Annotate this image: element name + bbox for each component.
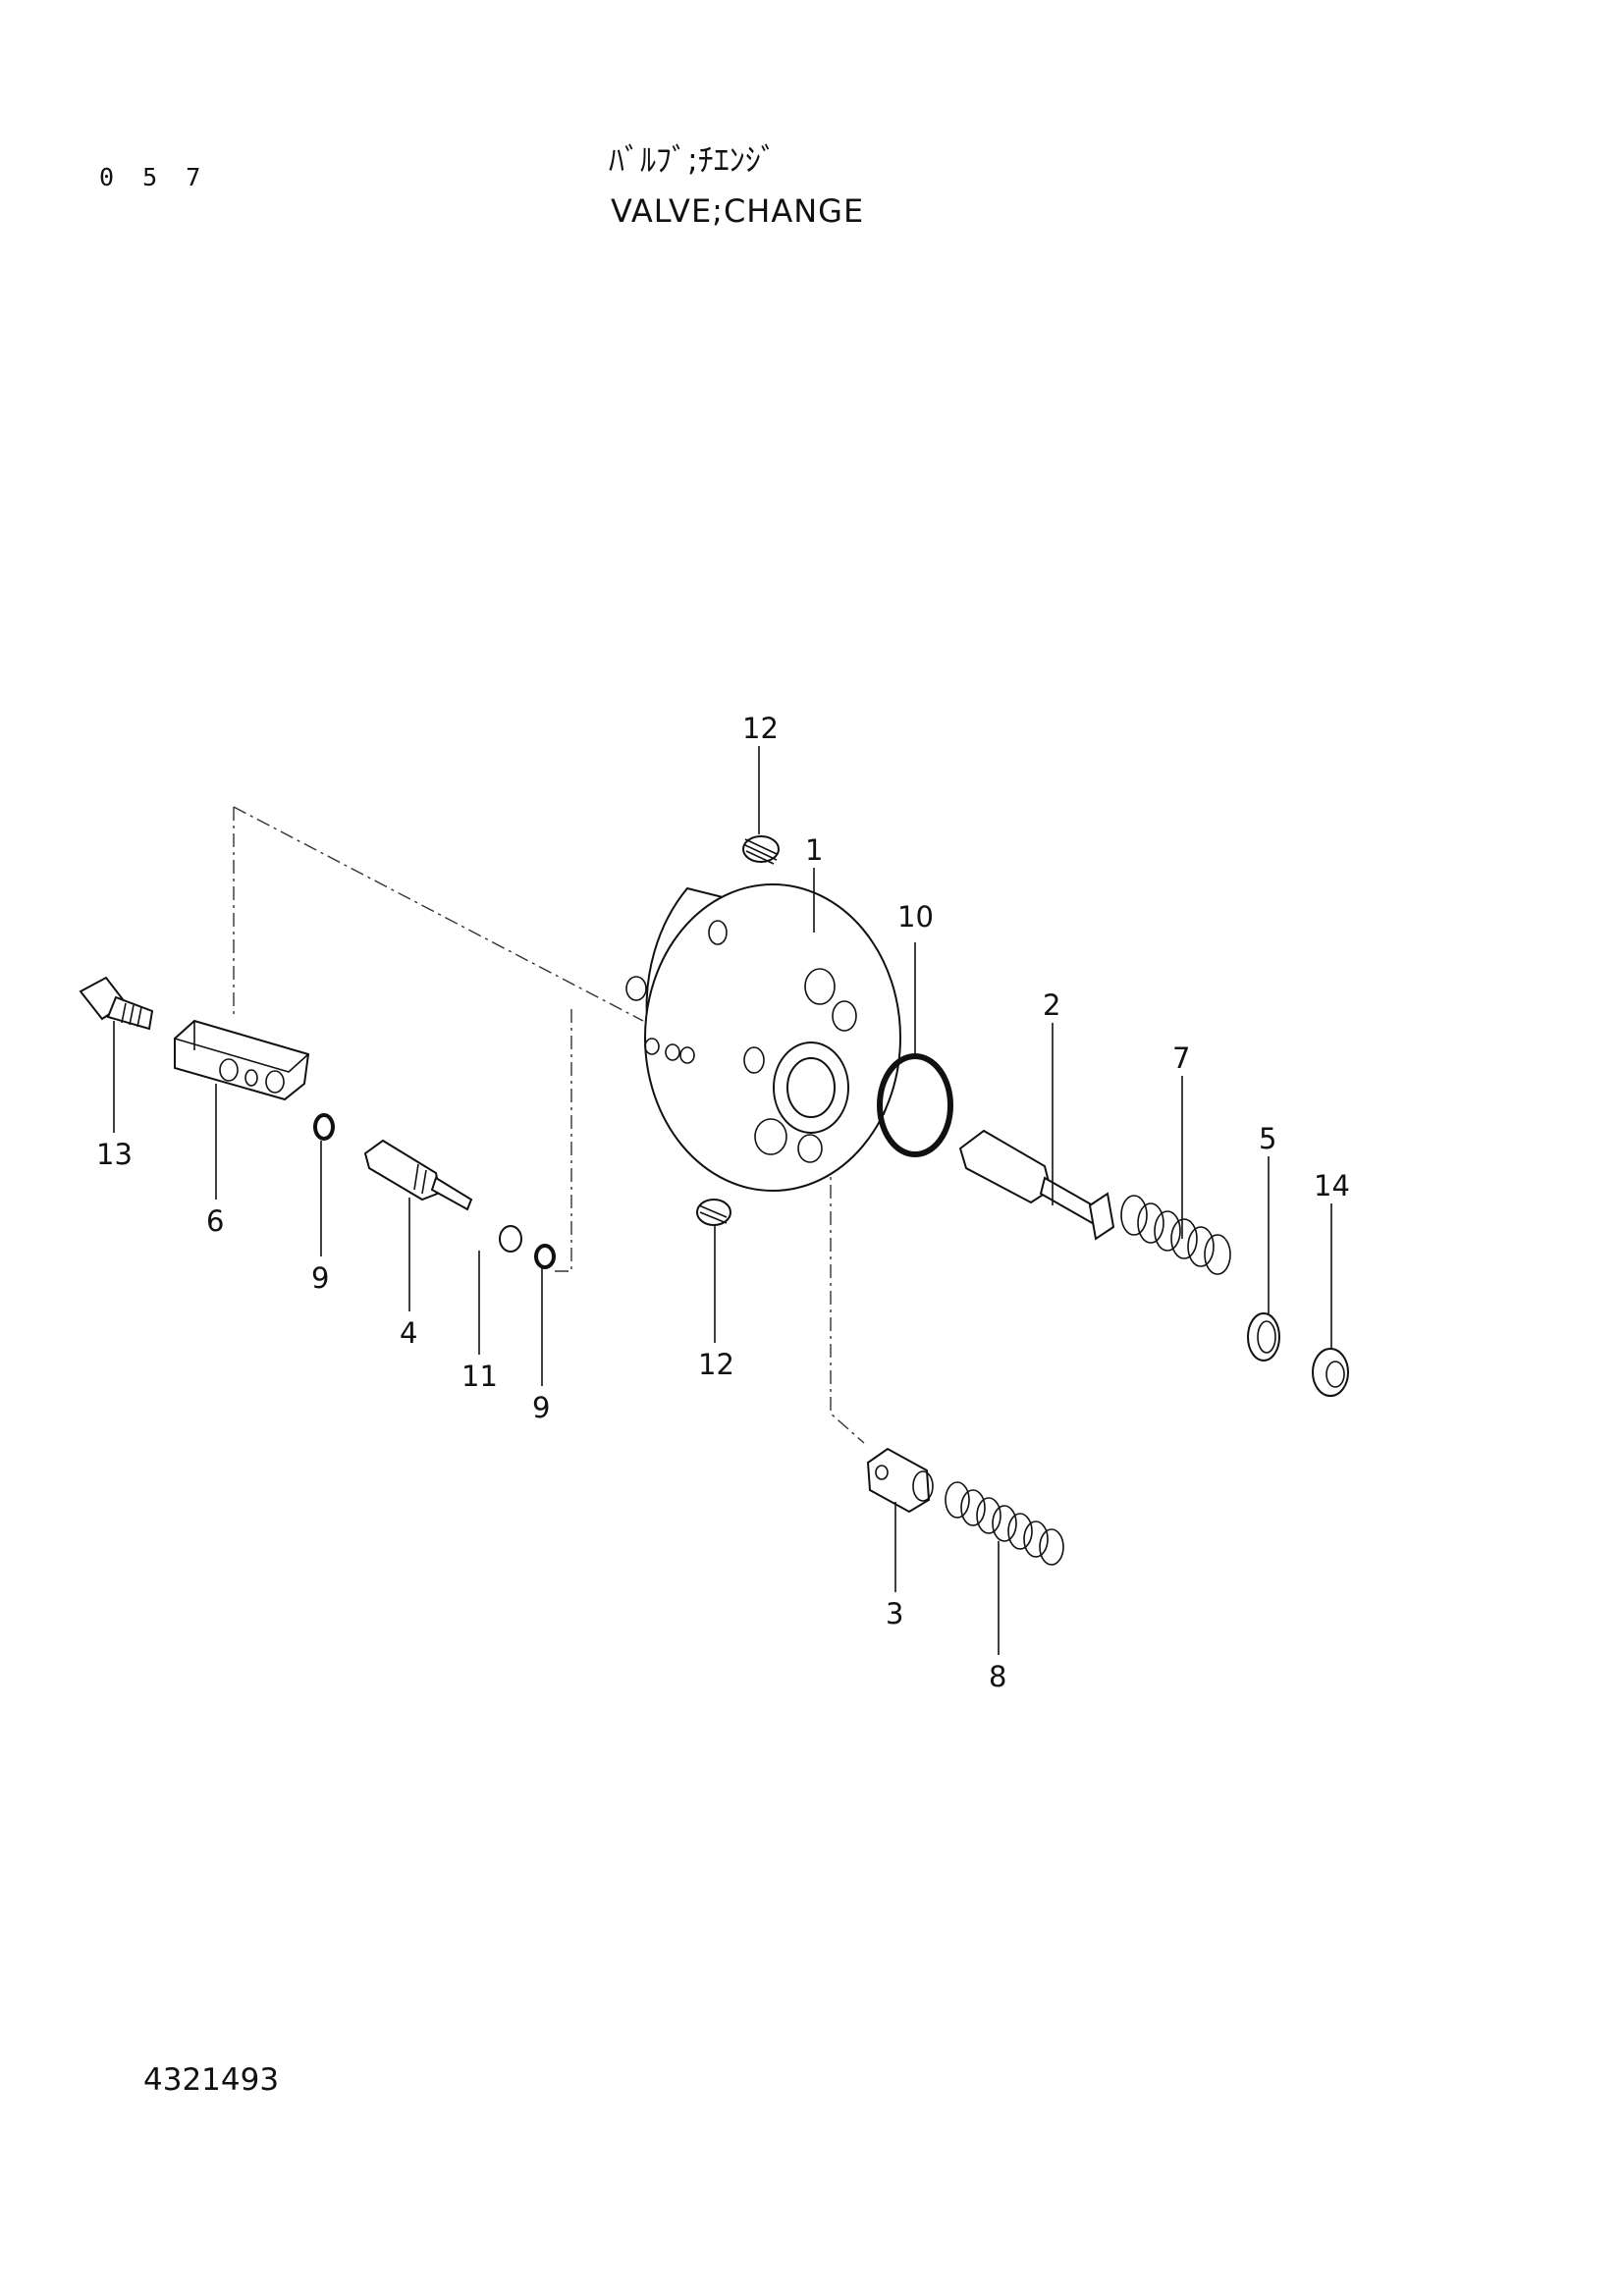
- callout-12-bottom: 12: [698, 1348, 734, 1381]
- drawing-number: 4321493: [143, 2062, 280, 2098]
- callout-12-top: 12: [742, 712, 779, 745]
- callout-7: 7: [1172, 1041, 1190, 1075]
- callout-14: 14: [1314, 1169, 1350, 1202]
- spring-upper: [1120, 1195, 1231, 1275]
- callout-6: 6: [206, 1204, 224, 1238]
- snap-ring-large: [1312, 1348, 1349, 1397]
- callout-labels: 12 1 10 2 7 5 14 13 6 9 4 11 9 12 3 8: [96, 712, 1350, 1693]
- o-ring-upper: [313, 1113, 335, 1141]
- callout-11: 11: [461, 1360, 498, 1393]
- callout-9-lower: 9: [532, 1391, 550, 1424]
- title-english: VALVE;CHANGE: [611, 192, 865, 230]
- spring-lower: [945, 1481, 1064, 1566]
- o-ring-lower: [534, 1244, 556, 1269]
- callout-5: 5: [1259, 1122, 1276, 1155]
- poppet: [866, 1447, 934, 1514]
- washer: [1247, 1312, 1280, 1362]
- leader-lines: [113, 746, 1332, 1655]
- pin: [363, 1139, 473, 1211]
- callout-1: 1: [805, 833, 823, 867]
- block: [174, 1019, 310, 1101]
- callout-8: 8: [989, 1660, 1006, 1693]
- callout-4: 4: [400, 1316, 417, 1350]
- title-japanese: ﾊﾞﾙﾌﾞ;ﾁｴﾝｼﾞ: [609, 141, 777, 179]
- valve-body: [625, 883, 901, 1192]
- callout-10: 10: [897, 900, 934, 934]
- callout-3: 3: [886, 1597, 903, 1630]
- snap-ring-small: [499, 1225, 522, 1253]
- plug-bottom: [696, 1199, 731, 1226]
- bolt: [79, 976, 154, 1031]
- spool: [958, 1129, 1115, 1241]
- plug-top: [742, 835, 780, 865]
- callout-2: 2: [1043, 988, 1060, 1022]
- callout-9-upper: 9: [311, 1261, 329, 1295]
- o-ring-large: [877, 1053, 953, 1157]
- callout-13: 13: [96, 1138, 133, 1171]
- page-number: 0 5 7: [99, 163, 208, 191]
